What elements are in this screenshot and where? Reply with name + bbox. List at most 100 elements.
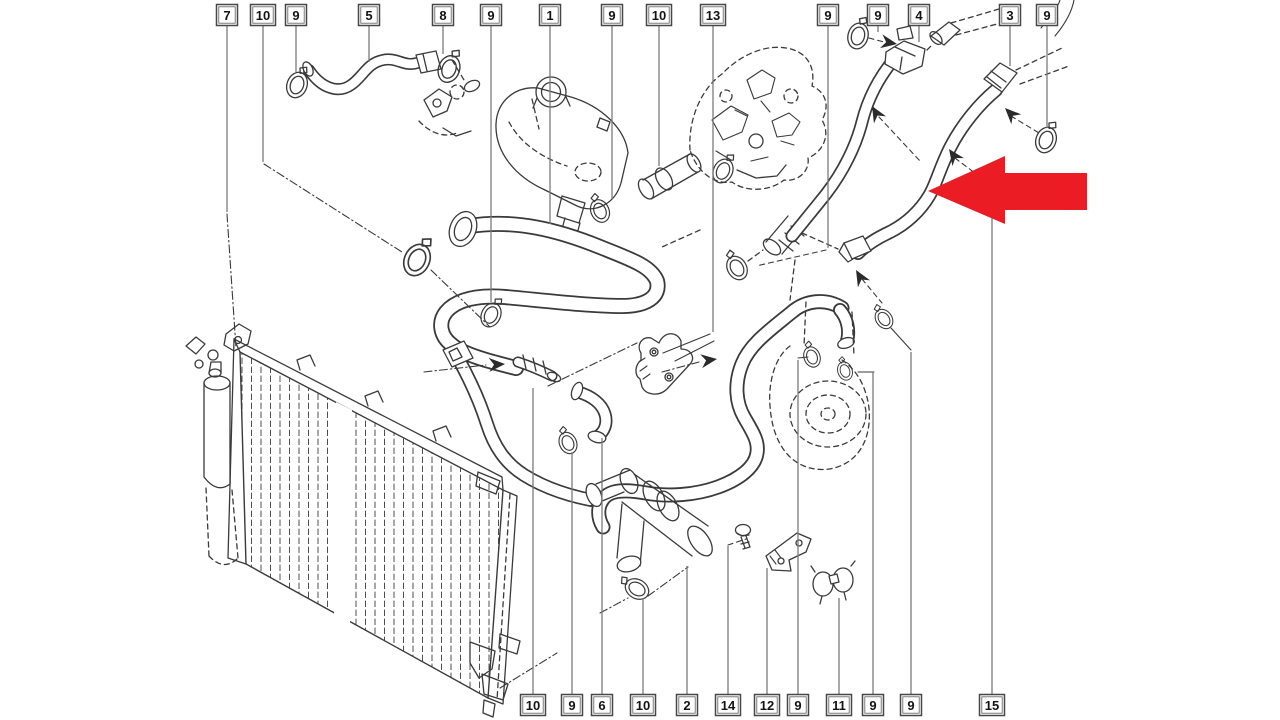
callout-number: 10 xyxy=(652,8,666,23)
expansion-tank xyxy=(495,76,629,235)
radiator-top-mount xyxy=(223,323,252,352)
upper-engine-hose xyxy=(785,6,1013,243)
receiver-drier xyxy=(185,336,239,566)
callout-top-9-part-13[interactable]: 13 xyxy=(699,3,727,27)
callout-bottom-1-part-9[interactable]: 9 xyxy=(560,693,584,717)
callout-top-14-part-9[interactable]: 9 xyxy=(1035,3,1059,27)
callout-box[interactable] xyxy=(538,3,562,27)
water-pipe xyxy=(637,153,702,200)
callout-top-6-part-1[interactable]: 1 xyxy=(538,3,562,27)
callout-box-inner-border xyxy=(218,6,236,24)
callout-top-13-part-3[interactable]: 3 xyxy=(998,3,1022,27)
callout-number: 9 xyxy=(874,8,881,23)
callout-number: 9 xyxy=(292,8,299,23)
callout-box-inner-border xyxy=(648,6,670,24)
callout-number: 9 xyxy=(487,8,494,23)
callout-number: 9 xyxy=(824,8,831,23)
callout-box[interactable] xyxy=(714,693,742,717)
callout-box[interactable] xyxy=(629,693,657,717)
callout-box-inner-border xyxy=(828,696,850,714)
callout-box-inner-border xyxy=(981,696,1003,714)
upper-left-hose xyxy=(302,50,442,95)
callout-number: 12 xyxy=(760,698,774,713)
callout-box[interactable] xyxy=(816,3,840,27)
callout-bottom-11-part-15[interactable]: 15 xyxy=(978,693,1006,717)
engine-assembly xyxy=(637,46,839,262)
callout-box[interactable] xyxy=(431,3,455,27)
callout-box[interactable] xyxy=(249,3,277,27)
callout-box[interactable] xyxy=(753,693,781,717)
pump-bracket-parts xyxy=(418,59,481,137)
callout-box-inner-border xyxy=(902,696,920,714)
callout-number: 7 xyxy=(223,8,230,23)
callout-top-12-part-4[interactable]: 4 xyxy=(907,3,931,27)
callout-number: 9 xyxy=(907,698,914,713)
callout-box[interactable] xyxy=(479,3,503,27)
callout-box-inner-border xyxy=(864,696,882,714)
callout-top-0-part-7[interactable]: 7 xyxy=(215,3,239,27)
callout-number: 2 xyxy=(683,698,690,713)
callout-top-11-part-9[interactable]: 9 xyxy=(866,3,890,27)
callout-box[interactable] xyxy=(560,693,584,717)
support-bracket xyxy=(765,532,812,572)
callout-box-inner-border xyxy=(1001,6,1019,24)
callout-box[interactable] xyxy=(998,3,1022,27)
callout-box[interactable] xyxy=(978,693,1006,717)
callout-top-3-part-5[interactable]: 5 xyxy=(357,3,381,27)
callout-number: 9 xyxy=(608,8,615,23)
callout-box[interactable] xyxy=(786,693,810,717)
callout-bottom-9-part-9[interactable]: 9 xyxy=(861,693,885,717)
callout-top-10-part-9[interactable]: 9 xyxy=(816,3,840,27)
callout-top-2-part-9[interactable]: 9 xyxy=(284,3,308,27)
callout-top-8-part-10[interactable]: 10 xyxy=(645,3,673,27)
callout-bottom-6-part-12[interactable]: 12 xyxy=(753,693,781,717)
callout-box-inner-border xyxy=(563,696,581,714)
callout-number: 6 xyxy=(598,698,605,713)
callout-box[interactable] xyxy=(866,3,890,27)
callout-number: 13 xyxy=(706,8,720,23)
callout-number: 9 xyxy=(869,698,876,713)
callout-leader-lines xyxy=(226,25,1048,695)
callout-top-1-part-10[interactable]: 10 xyxy=(249,3,277,27)
callout-bottom-3-part-10[interactable]: 10 xyxy=(629,693,657,717)
callout-box[interactable] xyxy=(699,3,727,27)
heater-elbow-hose xyxy=(570,381,613,444)
callout-top-5-part-9[interactable]: 9 xyxy=(479,3,503,27)
radiator-core-gap xyxy=(334,402,352,627)
callout-box[interactable] xyxy=(899,693,923,717)
callout-box[interactable] xyxy=(590,693,614,717)
callout-box[interactable] xyxy=(1035,3,1059,27)
tank-cap xyxy=(535,76,567,108)
callout-number: 9 xyxy=(568,698,575,713)
callout-number: 15 xyxy=(985,698,999,713)
callout-box[interactable] xyxy=(825,693,853,717)
callout-number: 10 xyxy=(526,698,540,713)
callout-bottom-10-part-9[interactable]: 9 xyxy=(899,693,923,717)
callout-bottom-7-part-9[interactable]: 9 xyxy=(786,693,810,717)
callout-box[interactable] xyxy=(284,3,308,27)
callout-bottom-5-part-14[interactable]: 14 xyxy=(714,693,742,717)
callout-top-4-part-8[interactable]: 8 xyxy=(431,3,455,27)
callout-bottom-0-part-10[interactable]: 10 xyxy=(519,693,547,717)
callout-box[interactable] xyxy=(519,693,547,717)
callout-bottom-2-part-6[interactable]: 6 xyxy=(590,693,614,717)
callout-box[interactable] xyxy=(861,693,885,717)
callout-box[interactable] xyxy=(215,3,239,27)
callout-box-inner-border xyxy=(287,6,305,24)
callout-box-inner-border xyxy=(434,6,452,24)
callout-box[interactable] xyxy=(907,3,931,27)
callout-box[interactable] xyxy=(357,3,381,27)
callout-top-7-part-9[interactable]: 9 xyxy=(600,3,624,27)
highlight-arrow xyxy=(928,156,1087,224)
callout-number: 11 xyxy=(832,698,846,713)
callout-box-inner-border xyxy=(756,696,778,714)
callout-box[interactable] xyxy=(645,3,673,27)
callout-bottom-8-part-11[interactable]: 11 xyxy=(825,693,853,717)
callout-box-inner-border xyxy=(869,6,887,24)
callout-box[interactable] xyxy=(675,693,699,717)
callout-bottom-4-part-2[interactable]: 2 xyxy=(675,693,699,717)
pointer-arrows xyxy=(488,34,1022,372)
callout-box[interactable] xyxy=(600,3,624,27)
